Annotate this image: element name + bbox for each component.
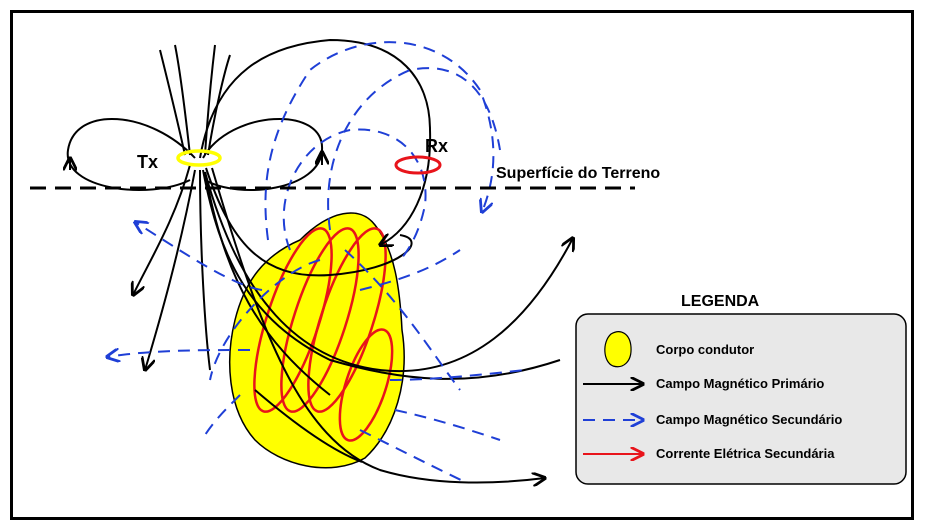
secondary-current-loops (253, 227, 394, 442)
legend-label-secondary-field: Campo Magnético Secundário (656, 412, 842, 427)
legend-item-secondary-current: Corrente Elétrica Secundária (583, 446, 835, 461)
legend-label-conductor: Corpo condutor (656, 342, 754, 357)
primary-field-lines (68, 38, 573, 483)
rx-coil (394, 155, 442, 175)
conductor-body (228, 212, 405, 469)
legend-box (575, 313, 907, 485)
legend-label-primary-field: Campo Magnético Primário (656, 376, 824, 391)
legend-label-secondary-current: Corrente Elétrica Secundária (656, 446, 835, 461)
rx-label: Rx (425, 136, 448, 156)
tx-coil (176, 149, 222, 167)
surface-label: Superfície do Terreno (496, 165, 660, 182)
conductor-body-swatch (604, 331, 632, 368)
secondary-field-lines (107, 41, 526, 483)
legend-item-conductor: Corpo condutor (604, 331, 754, 368)
legend-title: LEGENDA (681, 293, 760, 310)
legend-item-primary-field: Campo Magnético Primário (583, 376, 824, 391)
tx-label: Tx (137, 152, 158, 172)
legend-item-secondary-field: Campo Magnético Secundário (583, 412, 842, 427)
